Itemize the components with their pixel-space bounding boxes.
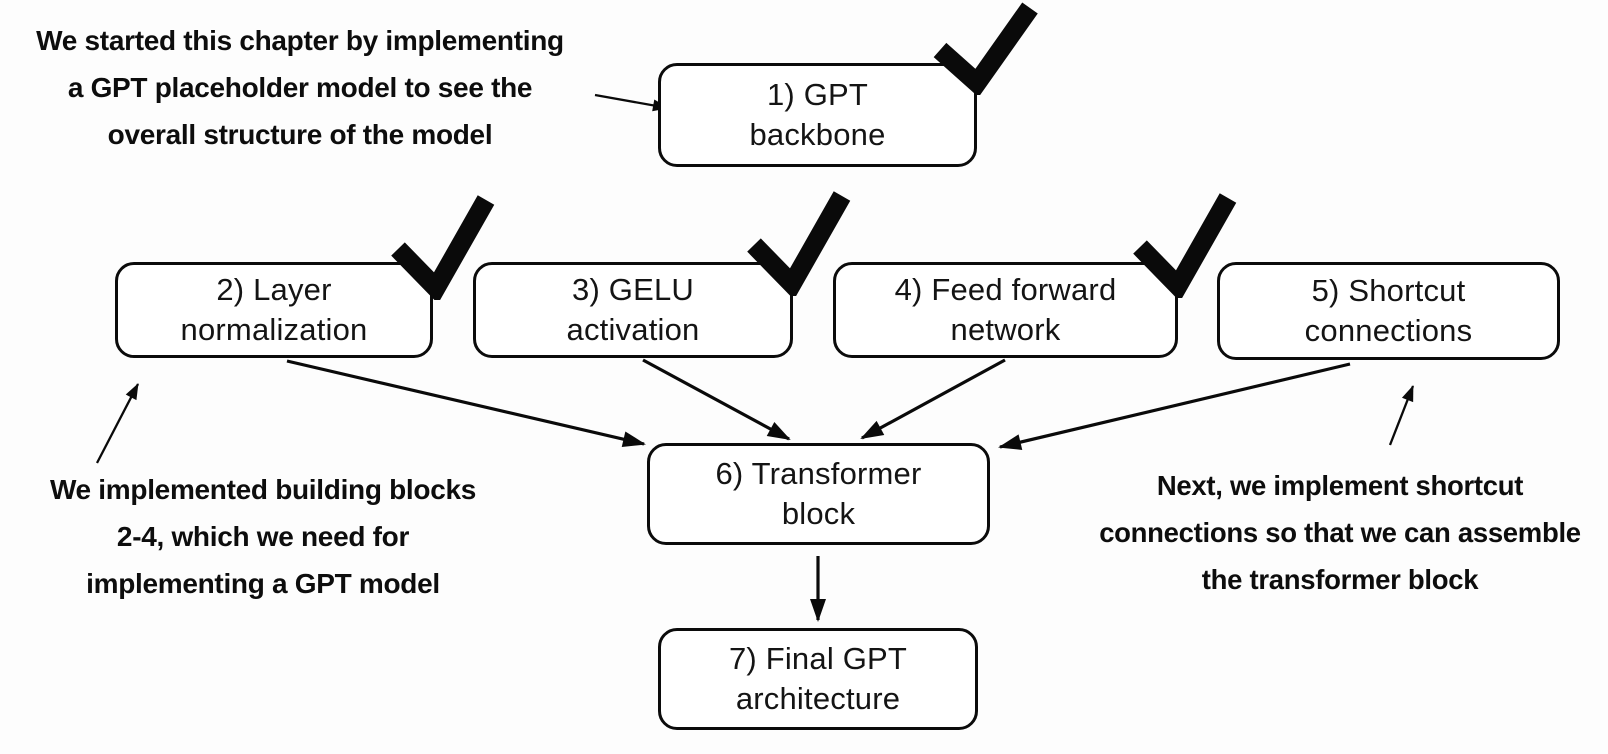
node-label-line: activation — [566, 312, 700, 347]
node-transformer-block: 6) Transformer block — [647, 443, 990, 545]
node-gpt-backbone: 1) GPT backbone — [658, 63, 977, 167]
annotation-line: connections so that we can assemble — [1099, 517, 1581, 548]
annotation-right: Next, we implement shortcut connections … — [1090, 462, 1590, 603]
arrow-right-note-to-shortcut-connections — [1388, 385, 1415, 446]
annotation-line: 2-4, which we need for — [116, 521, 410, 552]
node-label-line: normalization — [180, 312, 368, 347]
annotation-line: Next, we implement shortcut — [1156, 470, 1524, 501]
checkmark-icon — [391, 195, 495, 300]
annotation-bottom-left: We implemented building blocks 2-4, whic… — [23, 466, 503, 607]
node-shortcut-connections: 5) Shortcut connections — [1217, 262, 1560, 360]
annotation-line: the transformer block — [1201, 564, 1479, 595]
arrow-shortcut-connections-to-transformer-block — [998, 362, 1351, 450]
checkmark-icon — [1133, 193, 1237, 298]
node-label-line: 7) Final GPT — [728, 641, 908, 676]
node-label-line: 2) Layer — [216, 272, 332, 307]
annotation-top-left: We started this chapter by implementing … — [15, 17, 585, 158]
node-label-line: 5) Shortcut — [1311, 273, 1466, 308]
arrow-gelu-activation-to-transformer-block — [642, 358, 791, 441]
node-label-line: architecture — [735, 681, 901, 716]
annotation-line: overall structure of the model — [107, 119, 493, 150]
arrow-layer-normalization-to-transformer-block — [286, 359, 646, 448]
annotation-line: implementing a GPT model — [86, 568, 440, 599]
node-label-line: 3) GELU — [572, 272, 694, 307]
node-final-gpt-architecture: 7) Final GPT architecture — [658, 628, 978, 730]
node-label-line: 6) Transformer — [715, 456, 922, 491]
node-label-line: 4) Feed forward — [894, 272, 1117, 307]
annotation-line: We implemented building blocks — [49, 474, 477, 505]
checkmark-icon — [747, 191, 851, 296]
annotation-line: a GPT placeholder model to see the — [67, 72, 533, 103]
node-label-line: network — [950, 312, 1061, 347]
annotation-line: We started this chapter by implementing — [36, 25, 564, 56]
node-layer-normalization: 2) Layer normalization — [115, 262, 433, 358]
node-label-line: 1) GPT — [766, 77, 869, 112]
arrow-feed-forward-to-transformer-block — [860, 358, 1006, 440]
node-label-line: backbone — [749, 117, 886, 152]
checkmark-icon — [933, 2, 1038, 95]
node-gelu-activation: 3) GELU activation — [473, 262, 793, 358]
arrow-bottomleft-note-to-layer-normalization — [95, 383, 140, 464]
node-feed-forward-network: 4) Feed forward network — [833, 262, 1178, 358]
node-label-line: block — [781, 496, 856, 531]
node-label-line: connections — [1304, 313, 1473, 348]
